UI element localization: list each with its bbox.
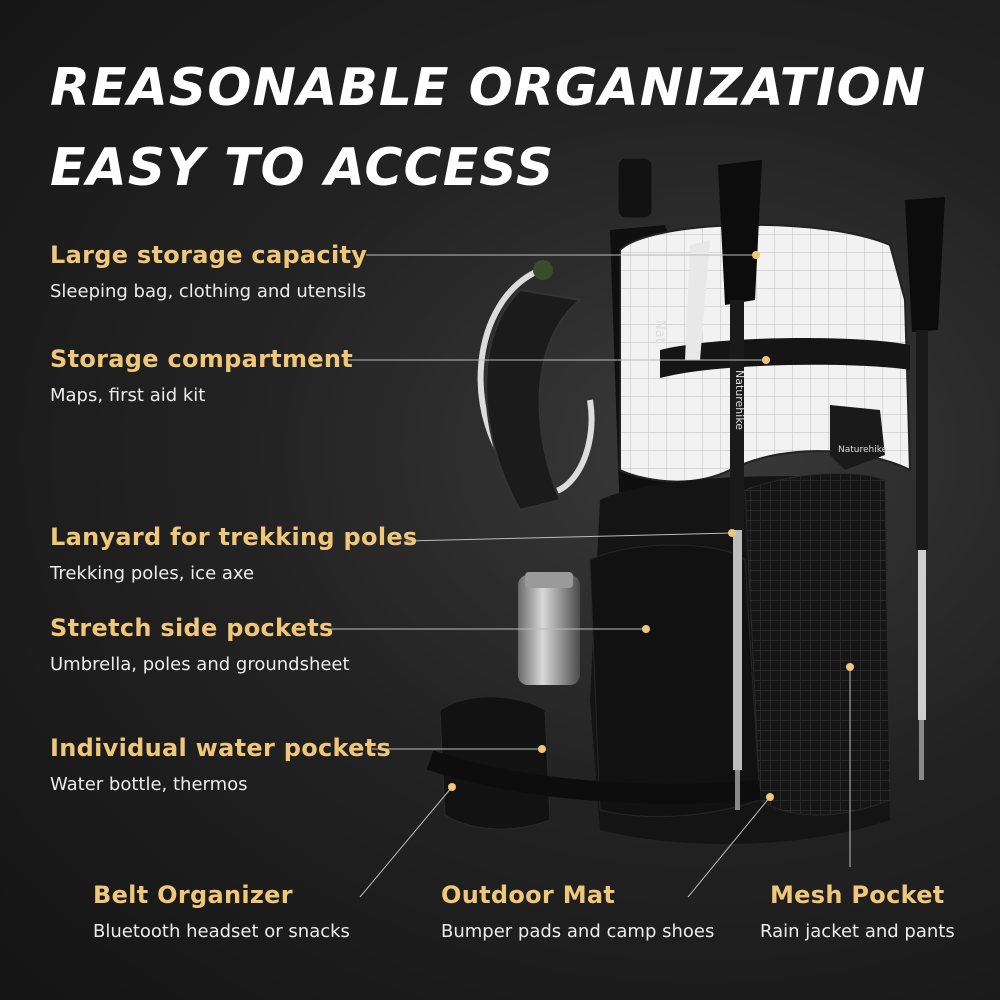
feature-desc-storage-compartment: Maps, first aid kit [50, 385, 206, 406]
feature-desc-mesh-pocket: Rain jacket and pants [760, 921, 955, 942]
feature-desc-outdoor-mat: Bumper pads and camp shoes [441, 921, 715, 942]
feature-title-belt-organizer: Belt Organizer [93, 881, 293, 909]
belt-pouch [439, 696, 551, 830]
headline-line-1: REASONABLE ORGANIZATION [50, 58, 927, 118]
umbrella-handle [617, 157, 653, 219]
bottle-cap [525, 572, 573, 588]
feature-title-water-pockets: Individual water pockets [50, 734, 392, 762]
feature-title-lanyard: Lanyard for trekking poles [50, 523, 418, 551]
lid-band [660, 338, 910, 378]
feature-title-outdoor-mat: Outdoor Mat [441, 881, 616, 909]
belt-strap [426, 750, 761, 804]
trekking-pole-left: Naturehike [718, 160, 762, 810]
feature-title-side-pockets: Stretch side pockets [50, 614, 334, 642]
logo-patch [830, 405, 885, 470]
strap-brand-text: Nat [652, 320, 667, 343]
feature-desc-side-pockets: Umbrella, poles and groundsheet [50, 654, 350, 675]
feature-desc-belt-organizer: Bluetooth headset or snacks [93, 921, 350, 942]
tube-valve [533, 260, 553, 280]
feature-desc-lanyard: Trekking poles, ice axe [50, 563, 255, 584]
trekking-pole-right [905, 197, 945, 780]
pole-strap [685, 240, 710, 360]
feature-desc-storage-capacity: Sleeping bag, clothing and utensils [50, 281, 367, 302]
feature-title-storage-compartment: Storage compartment [50, 345, 354, 373]
pole-brand-text: Naturehike [733, 370, 746, 430]
headline-line-2: EASY TO ACCESS [50, 138, 555, 198]
logo-text: Naturehike [838, 445, 888, 455]
shoulder-strap [485, 288, 583, 512]
feature-title-mesh-pocket: Mesh Pocket [770, 881, 945, 909]
water-bottle [518, 575, 580, 685]
feature-title-storage-capacity: Large storage capacity [50, 241, 368, 269]
feature-desc-water-pockets: Water bottle, thermos [50, 774, 248, 795]
mesh-pocket [744, 472, 891, 816]
